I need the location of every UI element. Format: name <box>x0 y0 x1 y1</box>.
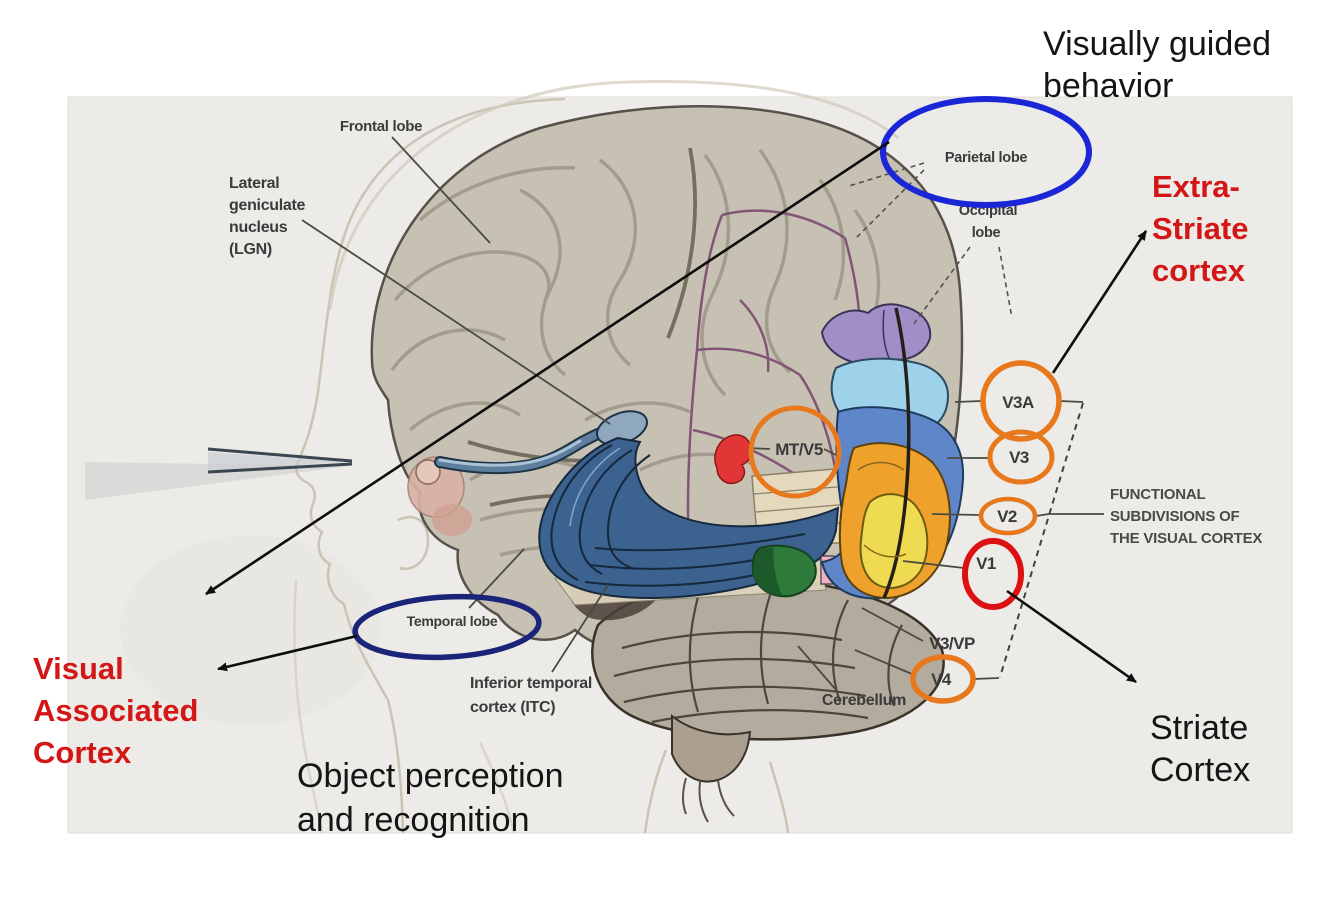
leader-v4-right <box>973 677 1000 680</box>
arrow-parietal-to-left <box>205 140 890 596</box>
parietal-highlight-ellipse <box>880 96 1092 208</box>
v3a-ring <box>980 360 1062 442</box>
functional-label-line1: FUNCTIONAL <box>1110 486 1206 503</box>
extra-striate-text-line2: Striate <box>1152 211 1248 246</box>
neck-back-line <box>643 749 668 834</box>
visual-associated-text-line3: Cortex <box>33 735 132 770</box>
v2-ring <box>978 496 1038 536</box>
functional-label-line3: THE VISUAL CORTEX <box>1110 530 1262 547</box>
brainstem <box>671 713 752 783</box>
itc-label-line1: Inferior temporal <box>470 675 592 692</box>
lgn-label-line4: (LGN) <box>229 241 272 258</box>
visually-guided-text-line1: Visually guided <box>1043 25 1271 63</box>
arrow-v1-to-striate-cortex <box>1006 589 1137 684</box>
lgn-label-line3: nucleus <box>229 219 288 236</box>
radiation-fibers <box>550 444 806 587</box>
leader-v1 <box>902 560 965 569</box>
leader-lines <box>301 136 1104 692</box>
striate-cortex-text-line2: Cortex <box>1150 751 1250 789</box>
leader-v2 <box>931 513 981 516</box>
bracket-dashed-line <box>999 402 1084 678</box>
leader-occipital-1 <box>912 246 971 326</box>
leader-frontal <box>391 136 491 244</box>
leader-lgn <box>301 219 611 425</box>
leader-cerebellum <box>797 645 838 692</box>
area-contours <box>857 461 907 558</box>
leader-parietal-1 <box>848 162 925 187</box>
cheek-blob <box>432 504 472 536</box>
mt-v5-region <box>714 434 753 485</box>
arrow-temporal-to-visual-associated <box>217 634 358 672</box>
radiation-highlight <box>569 447 621 527</box>
v1-ring <box>962 538 1024 610</box>
parietal-lobe-label: Parietal lobe <box>945 150 1028 166</box>
eyeball <box>415 459 441 485</box>
light-ray-upper <box>207 447 353 463</box>
itc-label-line2: cortex (ITC) <box>470 699 555 716</box>
v4-region-shade <box>752 548 782 596</box>
leader-v4 <box>854 649 913 675</box>
nerve-strands <box>682 777 735 823</box>
extra-striate-text-line3: cortex <box>1152 253 1246 288</box>
skull-arc <box>328 80 899 311</box>
v1-label: V1 <box>976 554 996 573</box>
leader-v3a-right <box>1059 400 1084 403</box>
lgn-label-line2: geniculate <box>229 197 306 214</box>
visual-associated-text-line1: Visual <box>33 651 124 686</box>
v3-label: V3 <box>1009 448 1029 467</box>
leader-occipital-2 <box>998 246 1013 319</box>
frontal-lobe-label: Frontal lobe <box>340 118 422 135</box>
eye-orbit <box>85 447 472 536</box>
cerebellum-label: Cerebellum <box>822 692 906 709</box>
dashed-leaders <box>848 162 1013 326</box>
occipital-lobe-label-line2: lobe <box>972 225 1001 241</box>
mt-v5-label: MT/V5 <box>775 440 823 459</box>
leader-parietal-2 <box>855 169 925 239</box>
medial-fissure <box>882 307 911 599</box>
visually-guided-text-line2: behavior <box>1043 67 1173 105</box>
background-blotch <box>120 535 380 725</box>
mt-v5-ring <box>748 405 842 499</box>
light-ray-lower <box>207 462 353 474</box>
v1-region <box>859 493 929 589</box>
extra-striate-text-line1: Extra- <box>1152 169 1240 204</box>
cerebellum-shape <box>591 577 945 823</box>
temporal-lobe-label: Temporal lobe <box>407 613 498 629</box>
functional-label-line2: SUBDIVISIONS OF <box>1110 508 1240 525</box>
v4-label: V4 <box>931 670 952 689</box>
head-outline <box>293 80 899 834</box>
v3a-label: V3A <box>1002 393 1034 412</box>
object-perception-text-line2: and recognition <box>297 801 530 839</box>
leader-v3vp <box>861 607 924 642</box>
neck-front-line2 <box>478 741 516 834</box>
lgn-label-line1: Lateral <box>229 175 279 192</box>
v3a-cleft <box>882 309 891 361</box>
v2-label: V2 <box>997 507 1017 526</box>
arrow-to-extra-striate <box>1051 230 1148 374</box>
temporal-highlight-ellipse <box>352 593 542 661</box>
object-perception-text-line1: Object perception <box>297 757 564 795</box>
optic-nerve-highlight <box>438 439 582 467</box>
light-beam <box>208 452 350 470</box>
leader-itc <box>551 584 609 673</box>
v4-ring <box>910 654 976 704</box>
visual-associated-text-line2: Associated <box>33 693 198 728</box>
striate-cortex-text-line1: Striate <box>1150 709 1248 747</box>
leader-v3a <box>954 400 983 403</box>
v3-ring <box>987 429 1055 485</box>
leader-v2-right <box>1035 513 1050 517</box>
annotation-arrows <box>205 140 1148 684</box>
lgn-label: Lateral geniculate nucleus (LGN) <box>229 175 306 258</box>
occipital-areas <box>820 303 965 600</box>
neck-back-line2 <box>768 761 790 834</box>
cerebellum-folia <box>613 581 903 724</box>
neck-front-line <box>293 579 324 834</box>
highlight-rings <box>352 96 1092 704</box>
face-profile-line <box>295 97 566 834</box>
v3vp-label: V3/VP <box>929 634 975 653</box>
ear-line <box>397 515 430 571</box>
light-beam-shadow <box>85 462 350 500</box>
